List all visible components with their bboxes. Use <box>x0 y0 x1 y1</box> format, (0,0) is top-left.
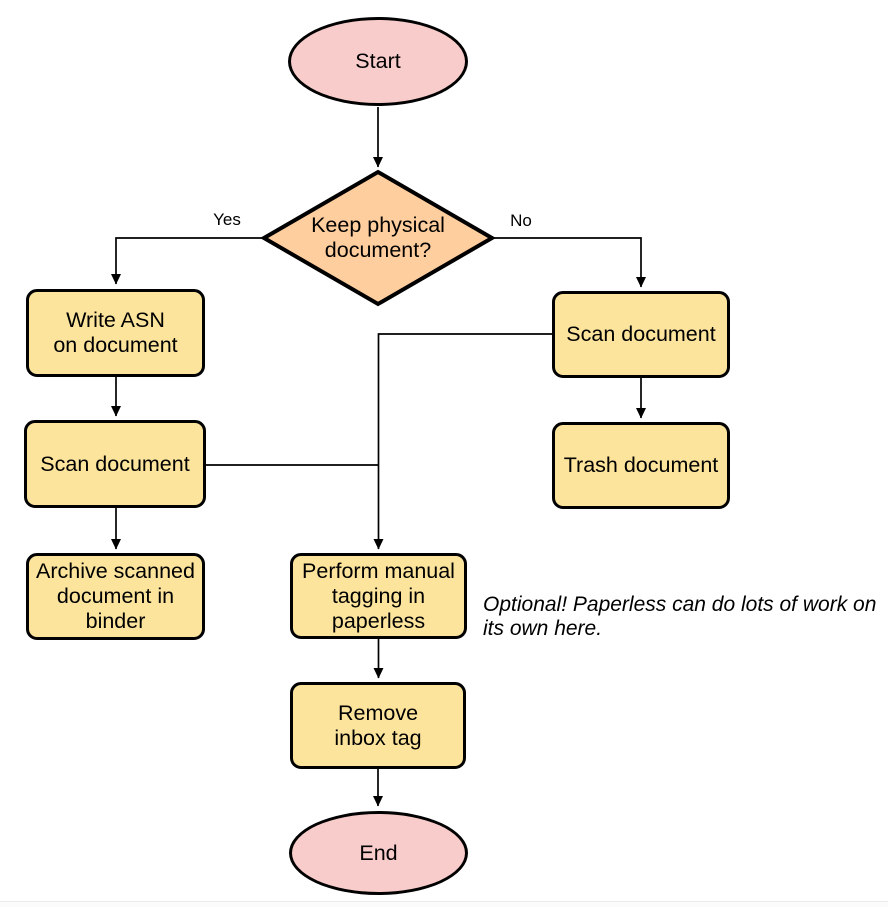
node-label: Scan document <box>566 322 716 346</box>
node-archive-scanned-document: Archive scanned document in binder <box>26 553 205 640</box>
node-end: End <box>289 811 468 895</box>
node-label: End <box>359 840 398 865</box>
node-label-line: document? <box>324 238 432 262</box>
node-trash-document: Trash document <box>552 422 730 509</box>
note-line: Optional! Paperless can do lots of work … <box>483 593 877 616</box>
note-line: its own here. <box>483 617 603 640</box>
node-label-line: tagging in <box>331 583 426 608</box>
node-label-line: Perform manual <box>302 558 455 583</box>
node-label-line: Remove <box>337 700 419 725</box>
node-label-line: on document <box>53 333 178 357</box>
node-label-line: binder <box>85 609 146 633</box>
node-label: Start <box>355 49 401 73</box>
node-label-line: document in <box>56 584 175 608</box>
node-label: Trash document <box>563 453 719 477</box>
note-optional-paperless: Optional! Paperless can do lots of work … <box>483 593 876 641</box>
node-remove-inbox-tag: Remove inbox tag <box>290 682 466 769</box>
node-label-line: inbox tag <box>334 725 422 750</box>
edge-label-yes: Yes <box>213 210 241 229</box>
node-start: Start <box>288 17 468 106</box>
node-label-line: Keep physical <box>311 213 445 237</box>
node-label-line: paperless <box>331 608 426 633</box>
node-label-line: Archive scanned <box>36 559 195 583</box>
node-label: Scan document <box>40 451 190 476</box>
edge-decision-writeasn-yes <box>111 237 263 285</box>
node-perform-manual-tagging: Perform manual tagging in paperless <box>290 553 467 639</box>
node-scan-document-left: Scan document <box>24 420 206 508</box>
edge-label-no: No <box>510 211 532 230</box>
node-label-line: Write ASN <box>66 308 165 332</box>
node-scan-document-right: Scan document <box>552 291 730 378</box>
node-write-asn-on-document: Write ASN on document <box>26 289 205 377</box>
edge-decision-scanright-no <box>493 237 646 288</box>
bottom-divider <box>0 901 888 907</box>
node-decision-keep-physical-document: Keep physical document? <box>260 168 496 308</box>
decision-diamond-shape <box>260 169 496 307</box>
edge-scanright-tagging <box>373 333 552 550</box>
